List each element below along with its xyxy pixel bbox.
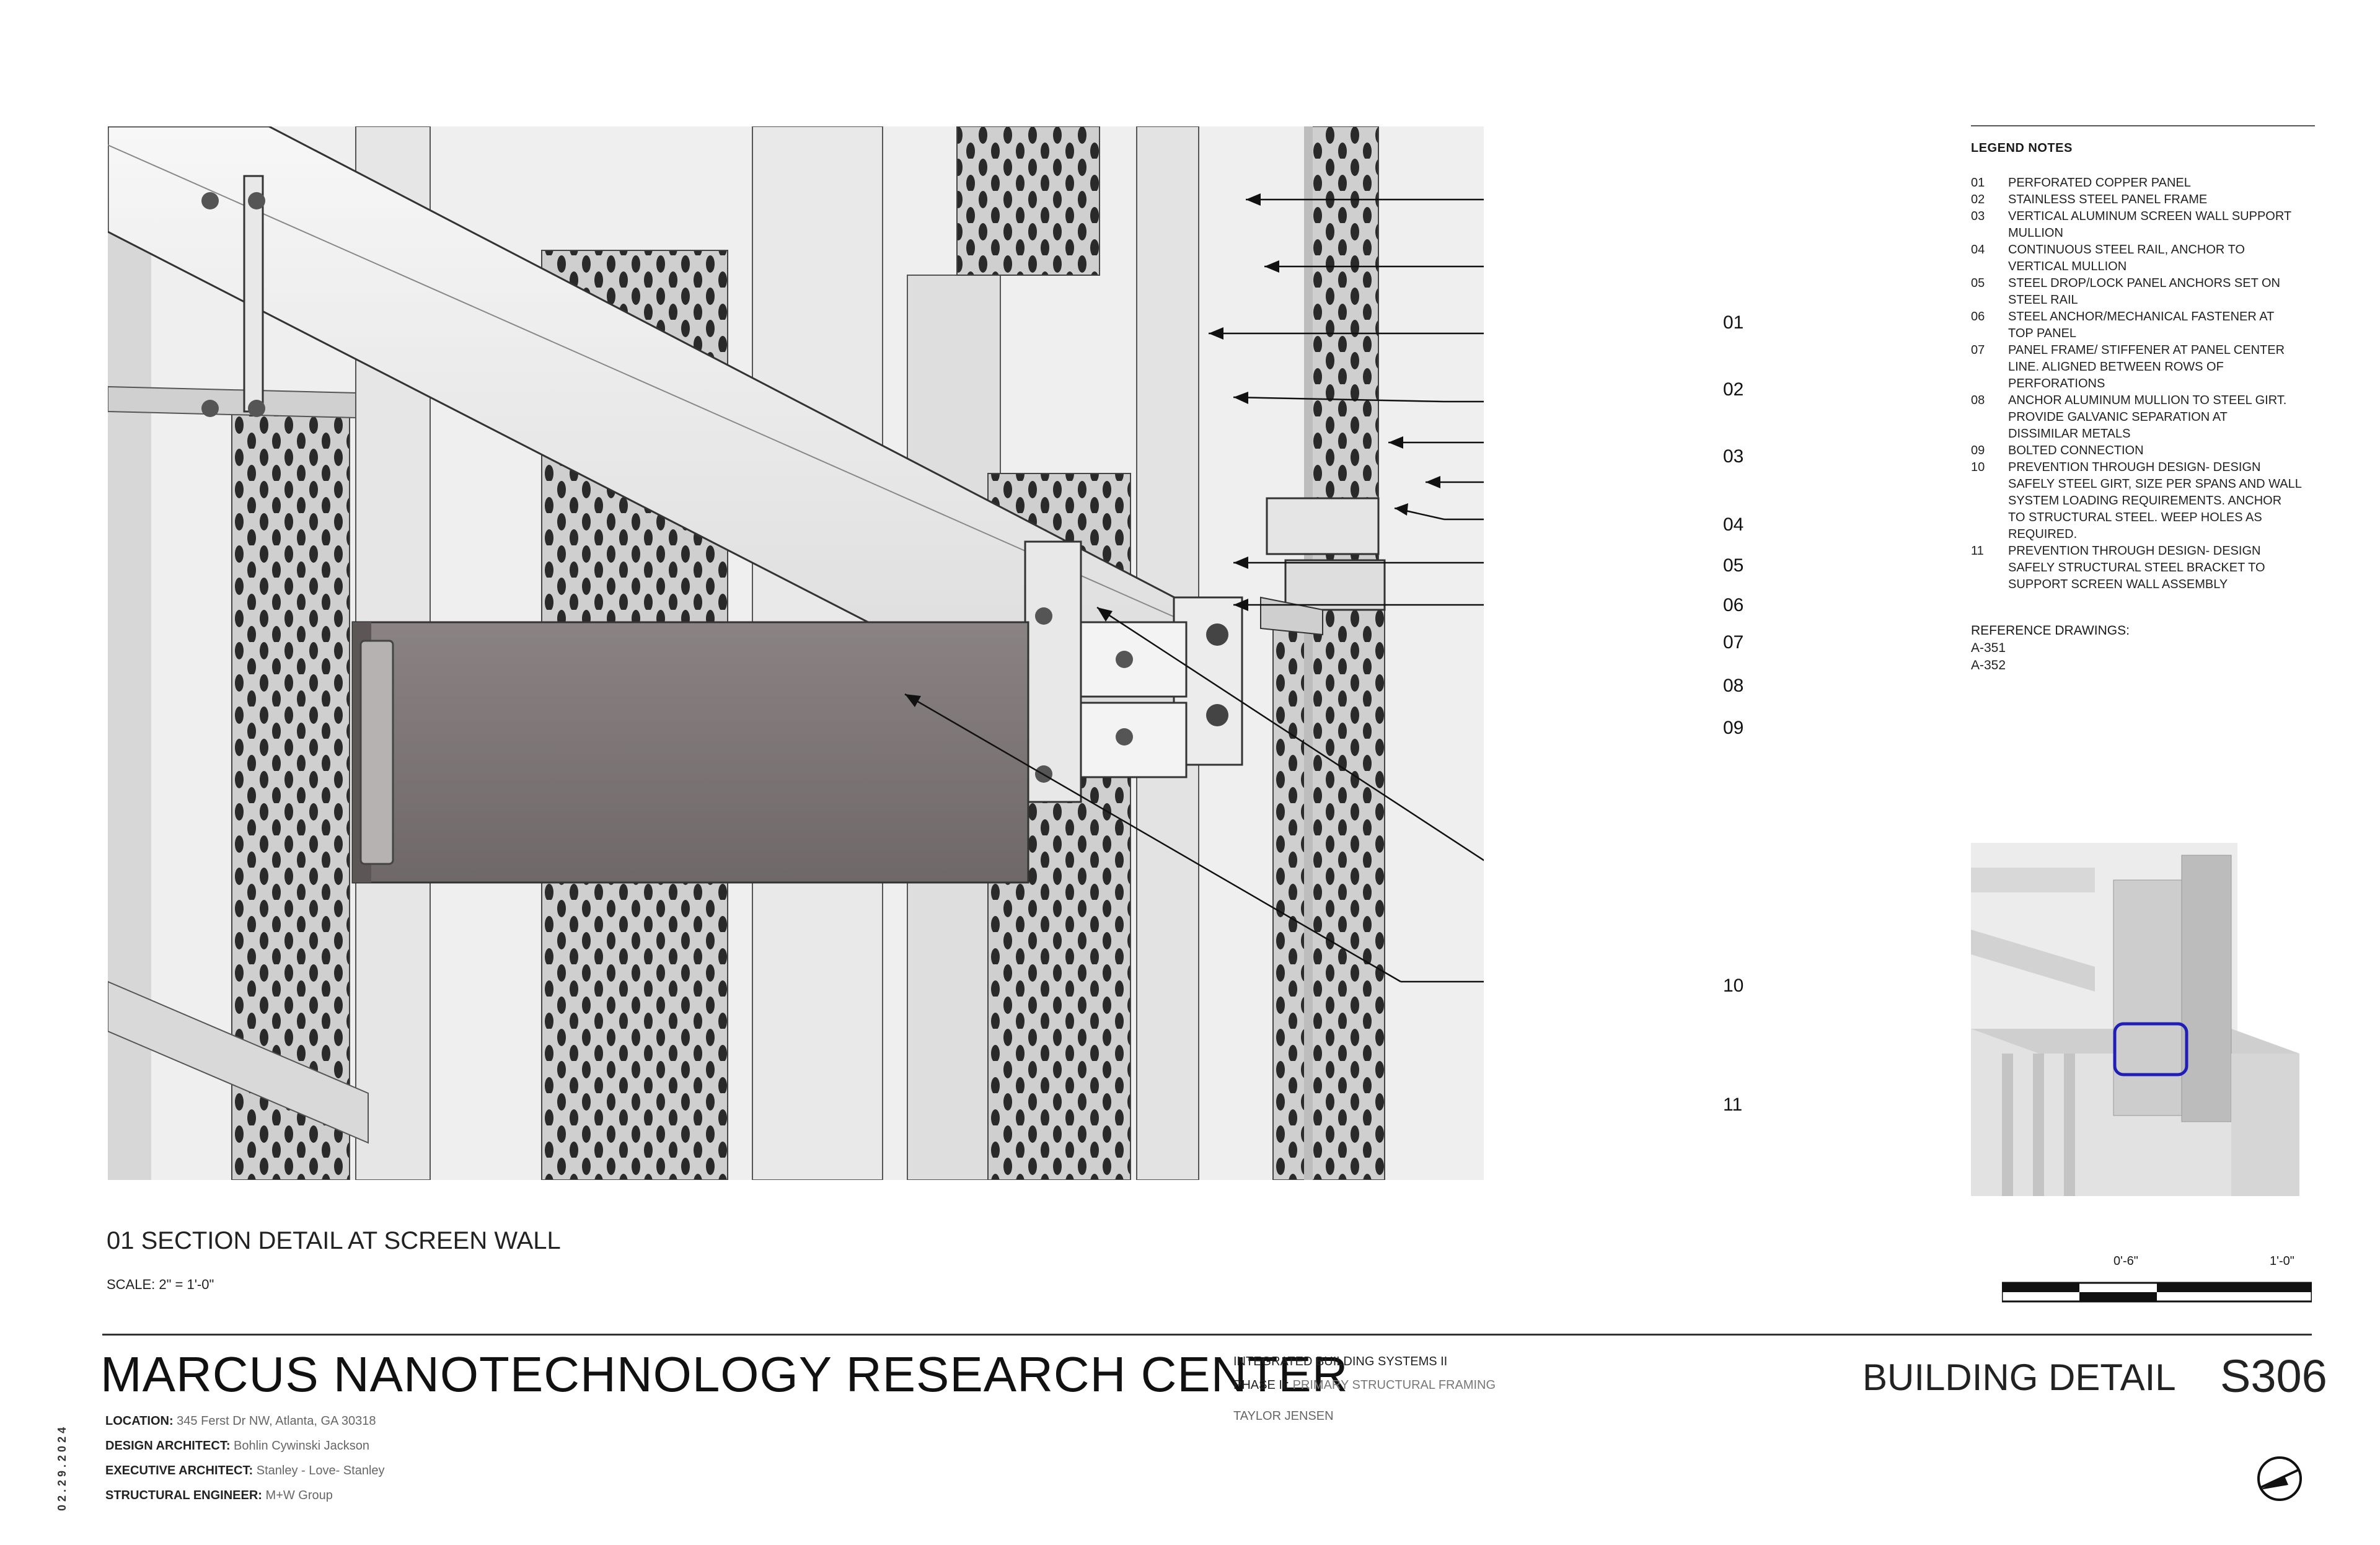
legend-item-number: 07 bbox=[1971, 343, 1985, 357]
section-detail-drawing bbox=[108, 126, 1484, 1180]
callout-08: 08 bbox=[1723, 676, 1744, 696]
north-arrow-icon bbox=[2257, 1456, 2302, 1501]
legend-item-text: BOLTED CONNECTION bbox=[2008, 444, 2144, 457]
legend-item-text: STEEL DROP/LOCK PANEL ANCHORS SET ON bbox=[2008, 276, 2281, 290]
author-name: TAYLOR JENSEN bbox=[1233, 1409, 1334, 1423]
legend-item-text: STEEL ANCHOR/MECHANICAL FASTENER AT bbox=[2008, 310, 2275, 324]
legend-item-text: CONTINUOUS STEEL RAIL, ANCHOR TO bbox=[2008, 243, 2245, 257]
callout-06: 06 bbox=[1723, 595, 1744, 615]
legend-item-text: DISSIMILAR METALS bbox=[2008, 427, 2131, 441]
structural-engineer-line: STRUCTURAL ENGINEER: M+W Group bbox=[105, 1489, 333, 1503]
legend-item-number: 01 bbox=[1971, 176, 1985, 190]
title-block-rule bbox=[102, 1334, 2312, 1336]
legend-item-text: STAINLESS STEEL PANEL FRAME bbox=[2008, 193, 2208, 206]
legend-item-number: 11 bbox=[1971, 544, 1984, 558]
scale-mid-label: 0'-6" bbox=[2113, 1254, 2138, 1268]
executive-architect-label: EXECUTIVE ARCHITECT: bbox=[105, 1464, 253, 1477]
callout-03: 03 bbox=[1723, 446, 1744, 467]
design-architect-value: Bohlin Cywinski Jackson bbox=[234, 1439, 370, 1453]
key-plan-image bbox=[1971, 843, 2318, 1196]
location-label: LOCATION: bbox=[105, 1414, 174, 1428]
sheet-number: S306 bbox=[2220, 1350, 2327, 1402]
scale-end-label: 1'-0" bbox=[2270, 1254, 2294, 1268]
legend-item-number: 10 bbox=[1971, 460, 1985, 474]
steel-bracket bbox=[351, 621, 1029, 884]
callout-04: 04 bbox=[1723, 514, 1744, 535]
date-stamp: 02.29.2024 bbox=[56, 1424, 68, 1511]
legend-item-text: PROVIDE GALVANIC SEPARATION AT bbox=[2008, 410, 2228, 424]
structural-engineer-label: STRUCTURAL ENGINEER: bbox=[105, 1489, 262, 1502]
legend-item-text: VERTICAL ALUMINUM SCREEN WALL SUPPORT bbox=[2008, 209, 2292, 223]
graphic-scale-bar bbox=[2002, 1282, 2312, 1303]
detail-highlight bbox=[2113, 1022, 2188, 1076]
legend-item-number: 06 bbox=[1971, 310, 1985, 324]
callout-01: 01 bbox=[1723, 312, 1744, 333]
legend-item-text: LINE. ALIGNED BETWEEN ROWS OF bbox=[2008, 360, 2224, 374]
legend-item-text: STEEL RAIL bbox=[2008, 293, 2078, 307]
callout-09: 09 bbox=[1723, 718, 1744, 738]
callout-05: 05 bbox=[1723, 555, 1744, 576]
date-text: 02.29.2024 bbox=[56, 1424, 68, 1511]
legend-item-text: VERTICAL MULLION bbox=[2008, 260, 2127, 273]
legend-item-text: PANEL FRAME/ STIFFENER AT PANEL CENTER bbox=[2008, 343, 2285, 357]
legend-item-text: PREVENTION THROUGH DESIGN- DESIGN bbox=[2008, 460, 2261, 474]
legend-item-number: 08 bbox=[1971, 394, 1985, 407]
reference-item: A-352 bbox=[1971, 658, 2006, 672]
legend-item-text: REQUIRED. bbox=[2008, 527, 2078, 541]
legend-item-text: SUPPORT SCREEN WALL ASSEMBLY bbox=[2008, 578, 2228, 591]
design-architect-line: DESIGN ARCHITECT: Bohlin Cywinski Jackso… bbox=[105, 1439, 369, 1453]
legend-item-text: ANCHOR ALUMINUM MULLION TO STEEL GIRT. bbox=[2008, 394, 2287, 407]
scale-label: SCALE: 2" = 1'-0" bbox=[107, 1277, 214, 1292]
reference-item: A-351 bbox=[1971, 641, 2006, 655]
legend-item-text: MULLION bbox=[2008, 226, 2063, 240]
legend-item-text: TO STRUCTURAL STEEL. WEEP HOLES AS bbox=[2008, 511, 2262, 524]
callout-07: 07 bbox=[1723, 632, 1744, 653]
legend-item-text: SAFELY STRUCTURAL STEEL BRACKET TO bbox=[2008, 561, 2265, 574]
design-architect-label: DESIGN ARCHITECT: bbox=[105, 1439, 231, 1453]
executive-architect-line: EXECUTIVE ARCHITECT: Stanley - Love- Sta… bbox=[105, 1464, 385, 1478]
reference-title: REFERENCE DRAWINGS: bbox=[1971, 623, 2130, 638]
structural-engineer-value: M+W Group bbox=[265, 1489, 333, 1502]
legend-item-text: SAFELY STEEL GIRT, SIZE PER SPANS AND WA… bbox=[2008, 477, 2302, 491]
sheet-name: BUILDING DETAIL bbox=[1862, 1357, 2176, 1398]
project-title: MARCUS NANOTECHNOLOGY RESEARCH CENTER bbox=[100, 1347, 1349, 1402]
legend-item-number: 04 bbox=[1971, 243, 1985, 257]
course-name: INTEGRATED BUILDING SYSTEMS II bbox=[1233, 1355, 1448, 1368]
callout-02: 02 bbox=[1723, 379, 1744, 400]
legend-item-text: PERFORATIONS bbox=[2008, 377, 2105, 390]
bolt bbox=[1206, 623, 1228, 646]
location-value: 345 Ferst Dr NW, Atlanta, GA 30318 bbox=[177, 1414, 376, 1428]
callout-10: 10 bbox=[1723, 975, 1744, 996]
phase-line: PHASE II: PRIMARY STRUCTURAL FRAMING bbox=[1233, 1378, 1496, 1393]
legend-item-text: PERFORATED COPPER PANEL bbox=[2008, 176, 2191, 190]
legend-rule bbox=[1971, 125, 2315, 126]
legend-item-number: 05 bbox=[1971, 276, 1985, 290]
legend-title: LEGEND NOTES bbox=[1971, 141, 2073, 155]
legend-item-number: 03 bbox=[1971, 209, 1985, 223]
phase-value: PRIMARY STRUCTURAL FRAMING bbox=[1292, 1378, 1496, 1392]
legend-item-text: SYSTEM LOADING REQUIREMENTS. ANCHOR bbox=[2008, 494, 2282, 508]
callout-11: 11 bbox=[1723, 1094, 1743, 1115]
location-line: LOCATION: 345 Ferst Dr NW, Atlanta, GA 3… bbox=[105, 1414, 376, 1428]
legend-item-number: 02 bbox=[1971, 193, 1985, 206]
executive-architect-value: Stanley - Love- Stanley bbox=[256, 1464, 385, 1477]
legend-item-text: TOP PANEL bbox=[2008, 327, 2077, 340]
phase-label: PHASE II: bbox=[1233, 1378, 1290, 1392]
legend-item-text: PREVENTION THROUGH DESIGN- DESIGN bbox=[2008, 544, 2261, 558]
section-title: 01 SECTION DETAIL AT SCREEN WALL bbox=[107, 1227, 561, 1254]
legend-item-number: 09 bbox=[1971, 444, 1985, 457]
